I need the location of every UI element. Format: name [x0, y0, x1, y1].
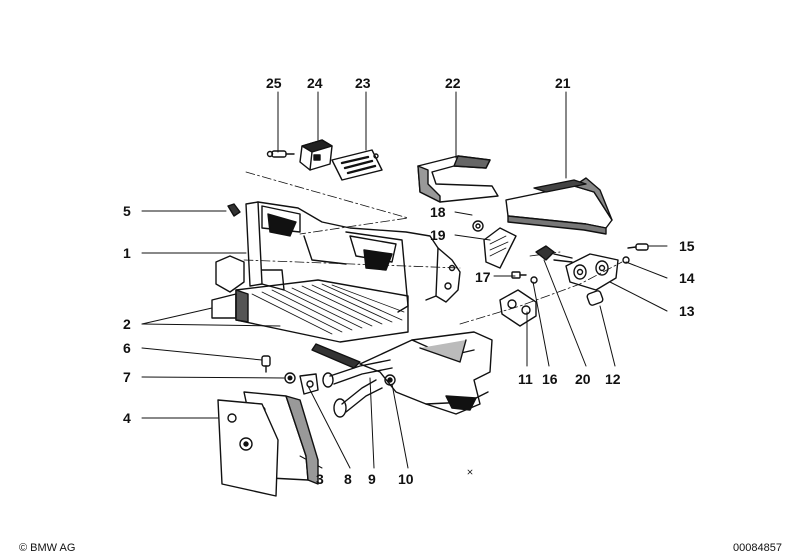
part-foam-seal-lower [506, 178, 612, 234]
callout-17: 17 [475, 269, 491, 285]
misc-marks [468, 470, 472, 474]
image-number: 00084857 [733, 542, 782, 554]
callout-10: 10 [398, 471, 414, 487]
part-heater-housing [216, 202, 460, 312]
callout-16: 16 [542, 371, 558, 387]
part-nut-16 [531, 277, 537, 283]
callout-7: 7 [123, 369, 131, 385]
part-bolt-17 [512, 272, 526, 278]
part-washer [285, 373, 295, 383]
callout-23: 23 [355, 75, 371, 91]
callout-19: 19 [430, 227, 446, 243]
callout-9: 9 [368, 471, 376, 487]
callout-6: 6 [123, 340, 131, 356]
part-sleeve [586, 290, 603, 306]
part-heater-core [212, 280, 408, 368]
callout-5: 5 [123, 203, 131, 219]
part-flap [484, 228, 516, 268]
callout-1: 1 [123, 245, 131, 261]
callout-18: 18 [430, 204, 446, 220]
callout-15: 15 [679, 238, 695, 254]
callout-4: 4 [123, 410, 131, 426]
part-bulb-socket [268, 151, 295, 157]
part-connector [300, 140, 332, 170]
callout-24: 24 [307, 75, 323, 91]
part-foam-seal-upper [418, 156, 498, 202]
callout-11: 11 [518, 371, 533, 387]
part-flange-gasket [500, 290, 536, 326]
callout-14: 14 [679, 270, 695, 286]
leader-lines [142, 92, 667, 468]
part-bolt-20 [536, 246, 572, 262]
copyright-text: © BMW AG [19, 542, 76, 554]
callout-21: 21 [555, 75, 571, 91]
part-clip [228, 204, 240, 216]
part-lower-housing [360, 332, 492, 414]
callout-22: 22 [445, 75, 461, 91]
part-screw-15 [628, 244, 648, 250]
part-grommet [473, 221, 483, 231]
callout-13: 13 [679, 303, 695, 319]
callout-8: 8 [344, 471, 352, 487]
construction-lines [244, 172, 622, 324]
part-switch-plate [332, 150, 382, 180]
part-coolant-pipes [323, 360, 395, 417]
part-valve-body [566, 254, 618, 290]
part-hose-clamp [300, 374, 318, 394]
callout-12: 12 [605, 371, 621, 387]
callout-2: 2 [123, 316, 131, 332]
callout-3: 3 [316, 471, 324, 487]
callout-25: 25 [266, 75, 282, 91]
part-spring-14 [623, 257, 629, 263]
callout-20: 20 [575, 371, 591, 387]
part-seal-plate-front [218, 400, 278, 496]
part-screw [262, 356, 270, 372]
